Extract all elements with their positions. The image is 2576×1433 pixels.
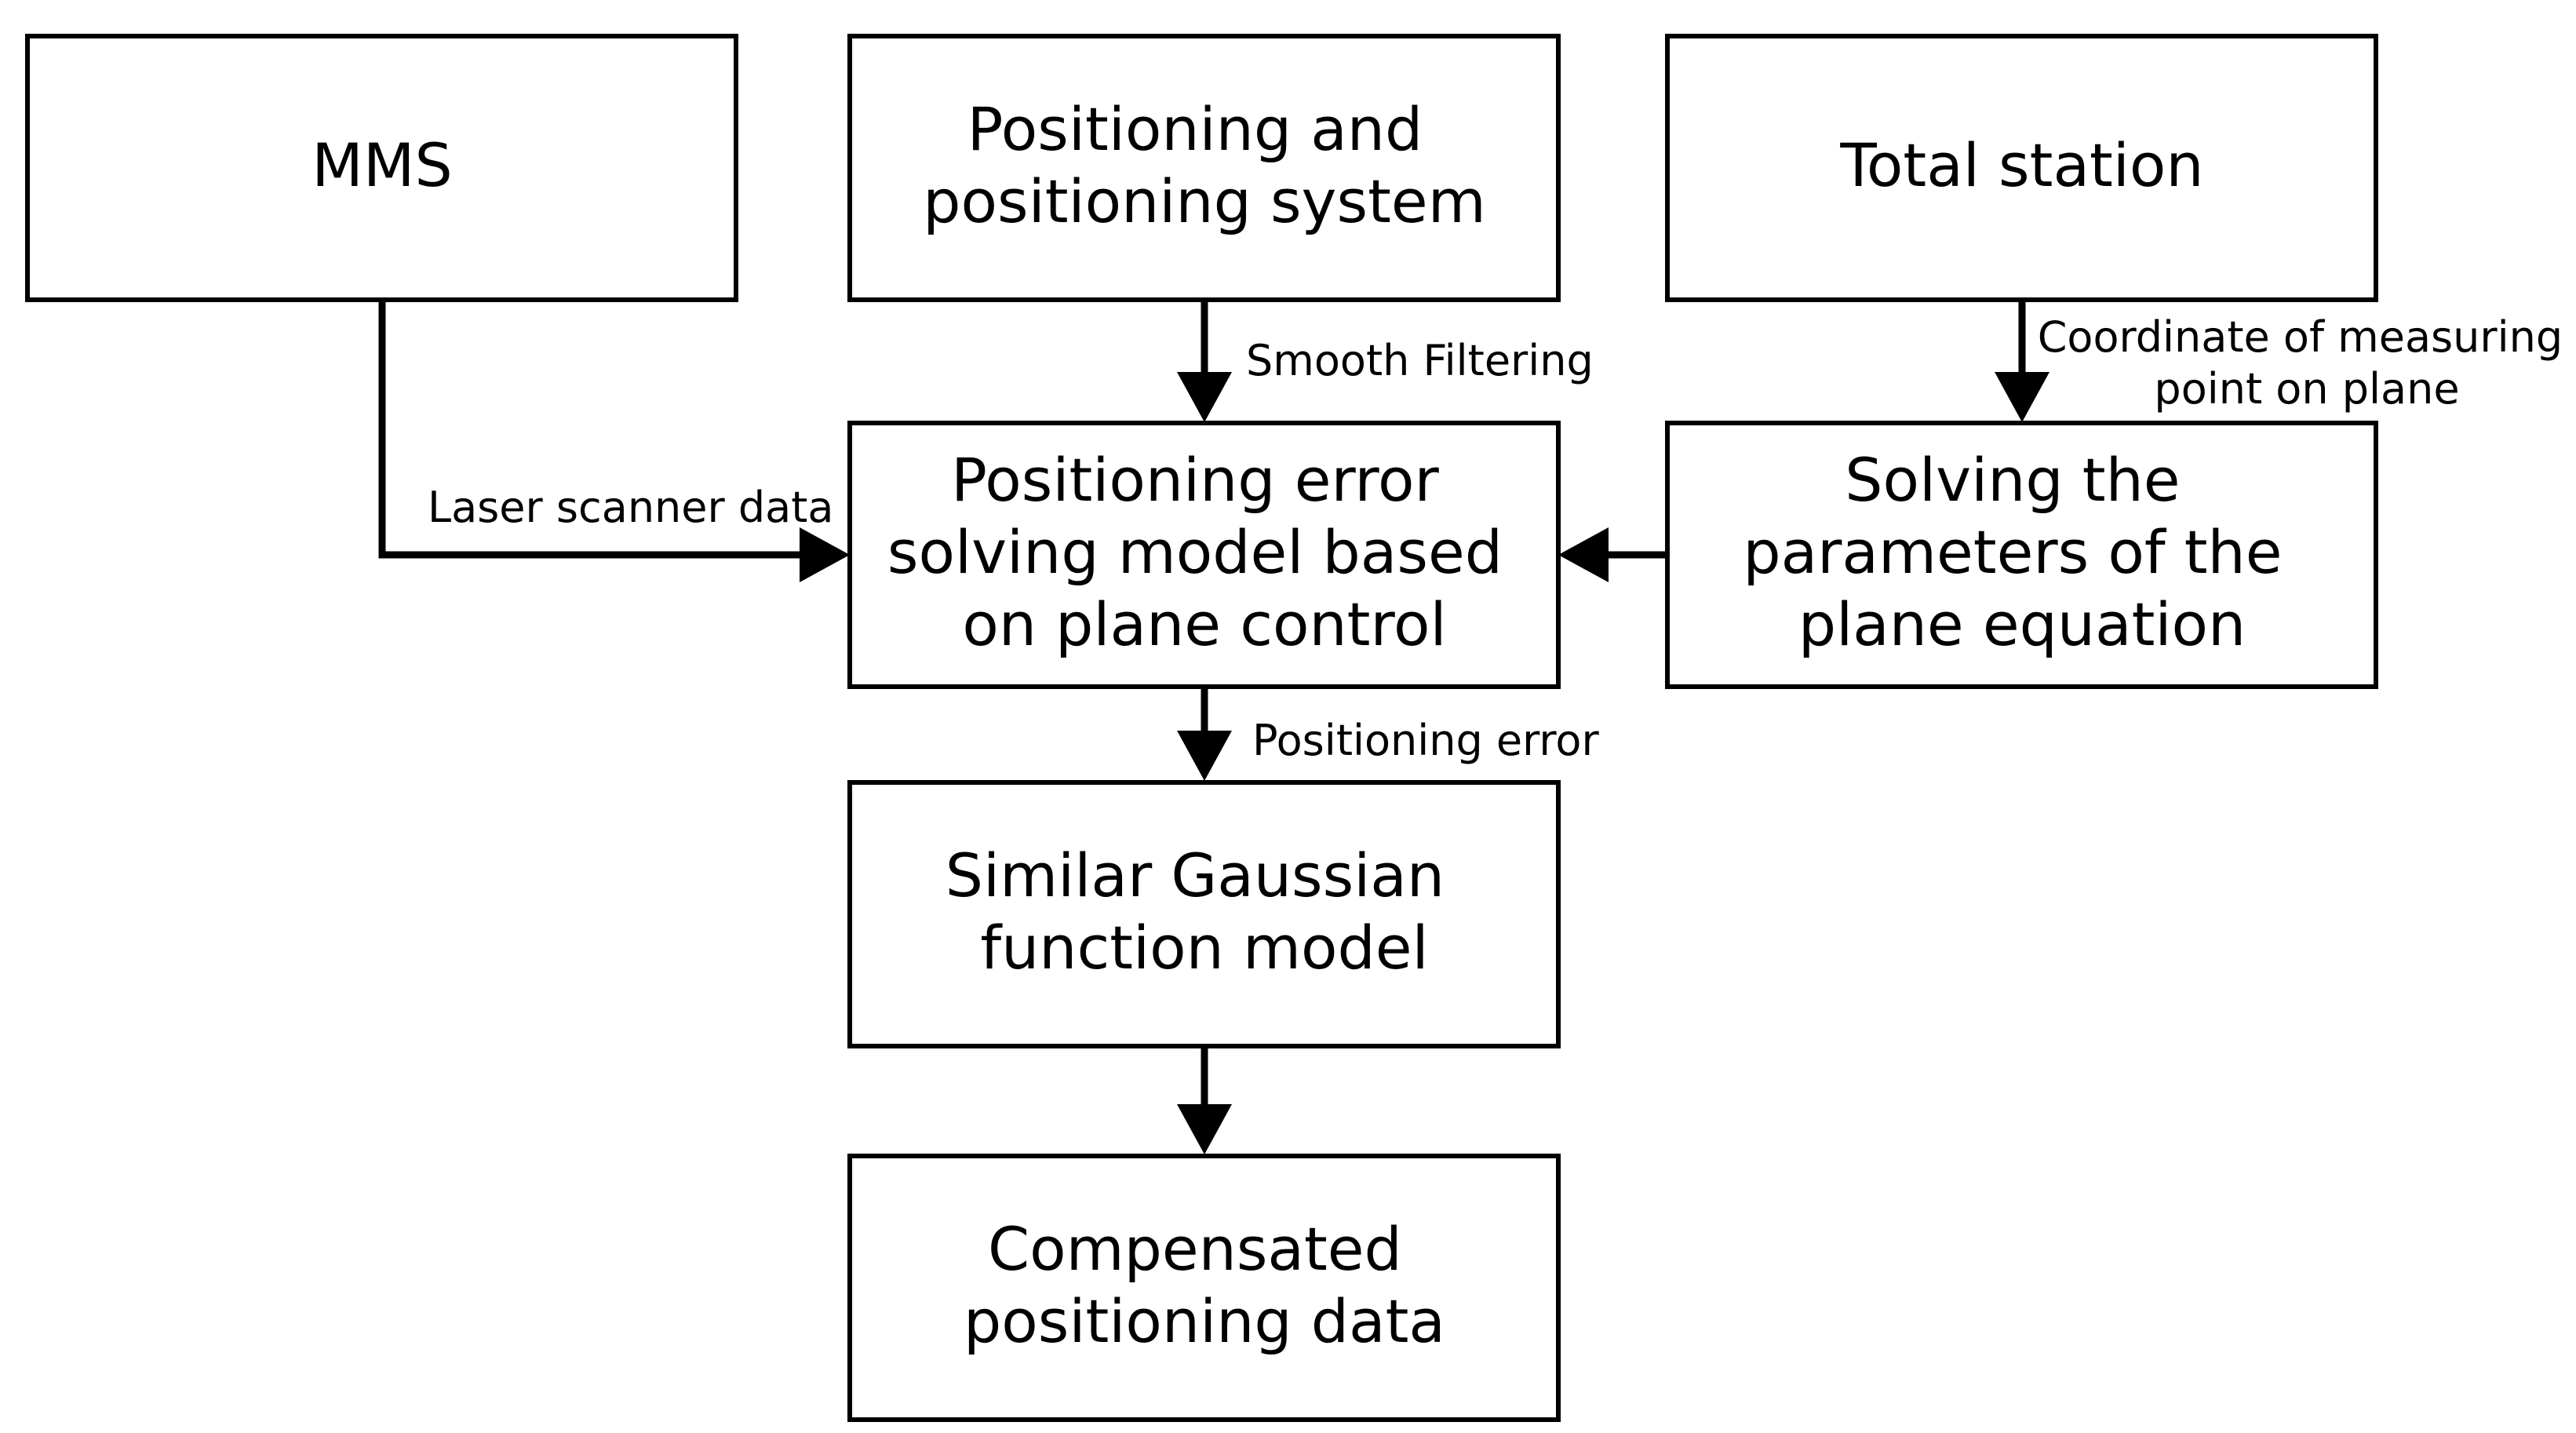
arrowhead-gaussian-model-to-compensated-data bbox=[1177, 1104, 1232, 1154]
node-mms-label: MMS bbox=[312, 130, 452, 200]
arrowhead-positioning-system-to-error-model bbox=[1177, 372, 1232, 422]
node-plane-params-label: Solving the parameters of the plane equa… bbox=[1743, 445, 2301, 659]
node-positioning-system: Positioning and positioning system bbox=[847, 34, 1561, 302]
arrowhead-total-station-to-plane-params bbox=[1995, 372, 2050, 422]
node-compensated-data: Compensated positioning data bbox=[847, 1154, 1561, 1422]
node-total-station-label: Total station bbox=[1839, 130, 2203, 200]
arrowhead-mms-to-error-model bbox=[800, 527, 850, 582]
edge-label-smooth-filtering: Smooth Filtering bbox=[1246, 336, 1594, 385]
nodes-group: MMS Positioning and positioning system T… bbox=[25, 34, 2378, 1422]
edge-mms-to-error-model bbox=[378, 300, 804, 559]
node-total-station: Total station bbox=[1665, 34, 2378, 302]
node-plane-params: Solving the parameters of the plane equa… bbox=[1665, 421, 2378, 689]
node-error-model: Positioning error solving model based on… bbox=[847, 421, 1561, 689]
arrowhead-plane-params-to-error-model bbox=[1558, 527, 1609, 582]
node-positioning-system-label: Positioning and positioning system bbox=[923, 94, 1485, 236]
node-gaussian-model-label: Similar Gaussian function model bbox=[946, 840, 1463, 983]
edges-group bbox=[378, 300, 2050, 1154]
node-compensated-data-label: Compensated positioning data bbox=[964, 1214, 1445, 1356]
edge-label-coordinate-points: Coordinate of measuring point on plane bbox=[2038, 312, 2576, 414]
node-error-model-label: Positioning error solving model based on… bbox=[887, 445, 1521, 659]
node-gaussian-model: Similar Gaussian function model bbox=[847, 780, 1561, 1048]
edge-labels-group: Smooth Filtering Laser scanner data Coor… bbox=[428, 312, 2576, 765]
node-mms: MMS bbox=[25, 34, 738, 302]
arrowhead-error-model-to-gaussian-model bbox=[1177, 731, 1232, 781]
edge-label-positioning-error: Positioning error bbox=[1252, 716, 1599, 765]
edge-label-laser-scanner-data: Laser scanner data bbox=[428, 483, 833, 532]
